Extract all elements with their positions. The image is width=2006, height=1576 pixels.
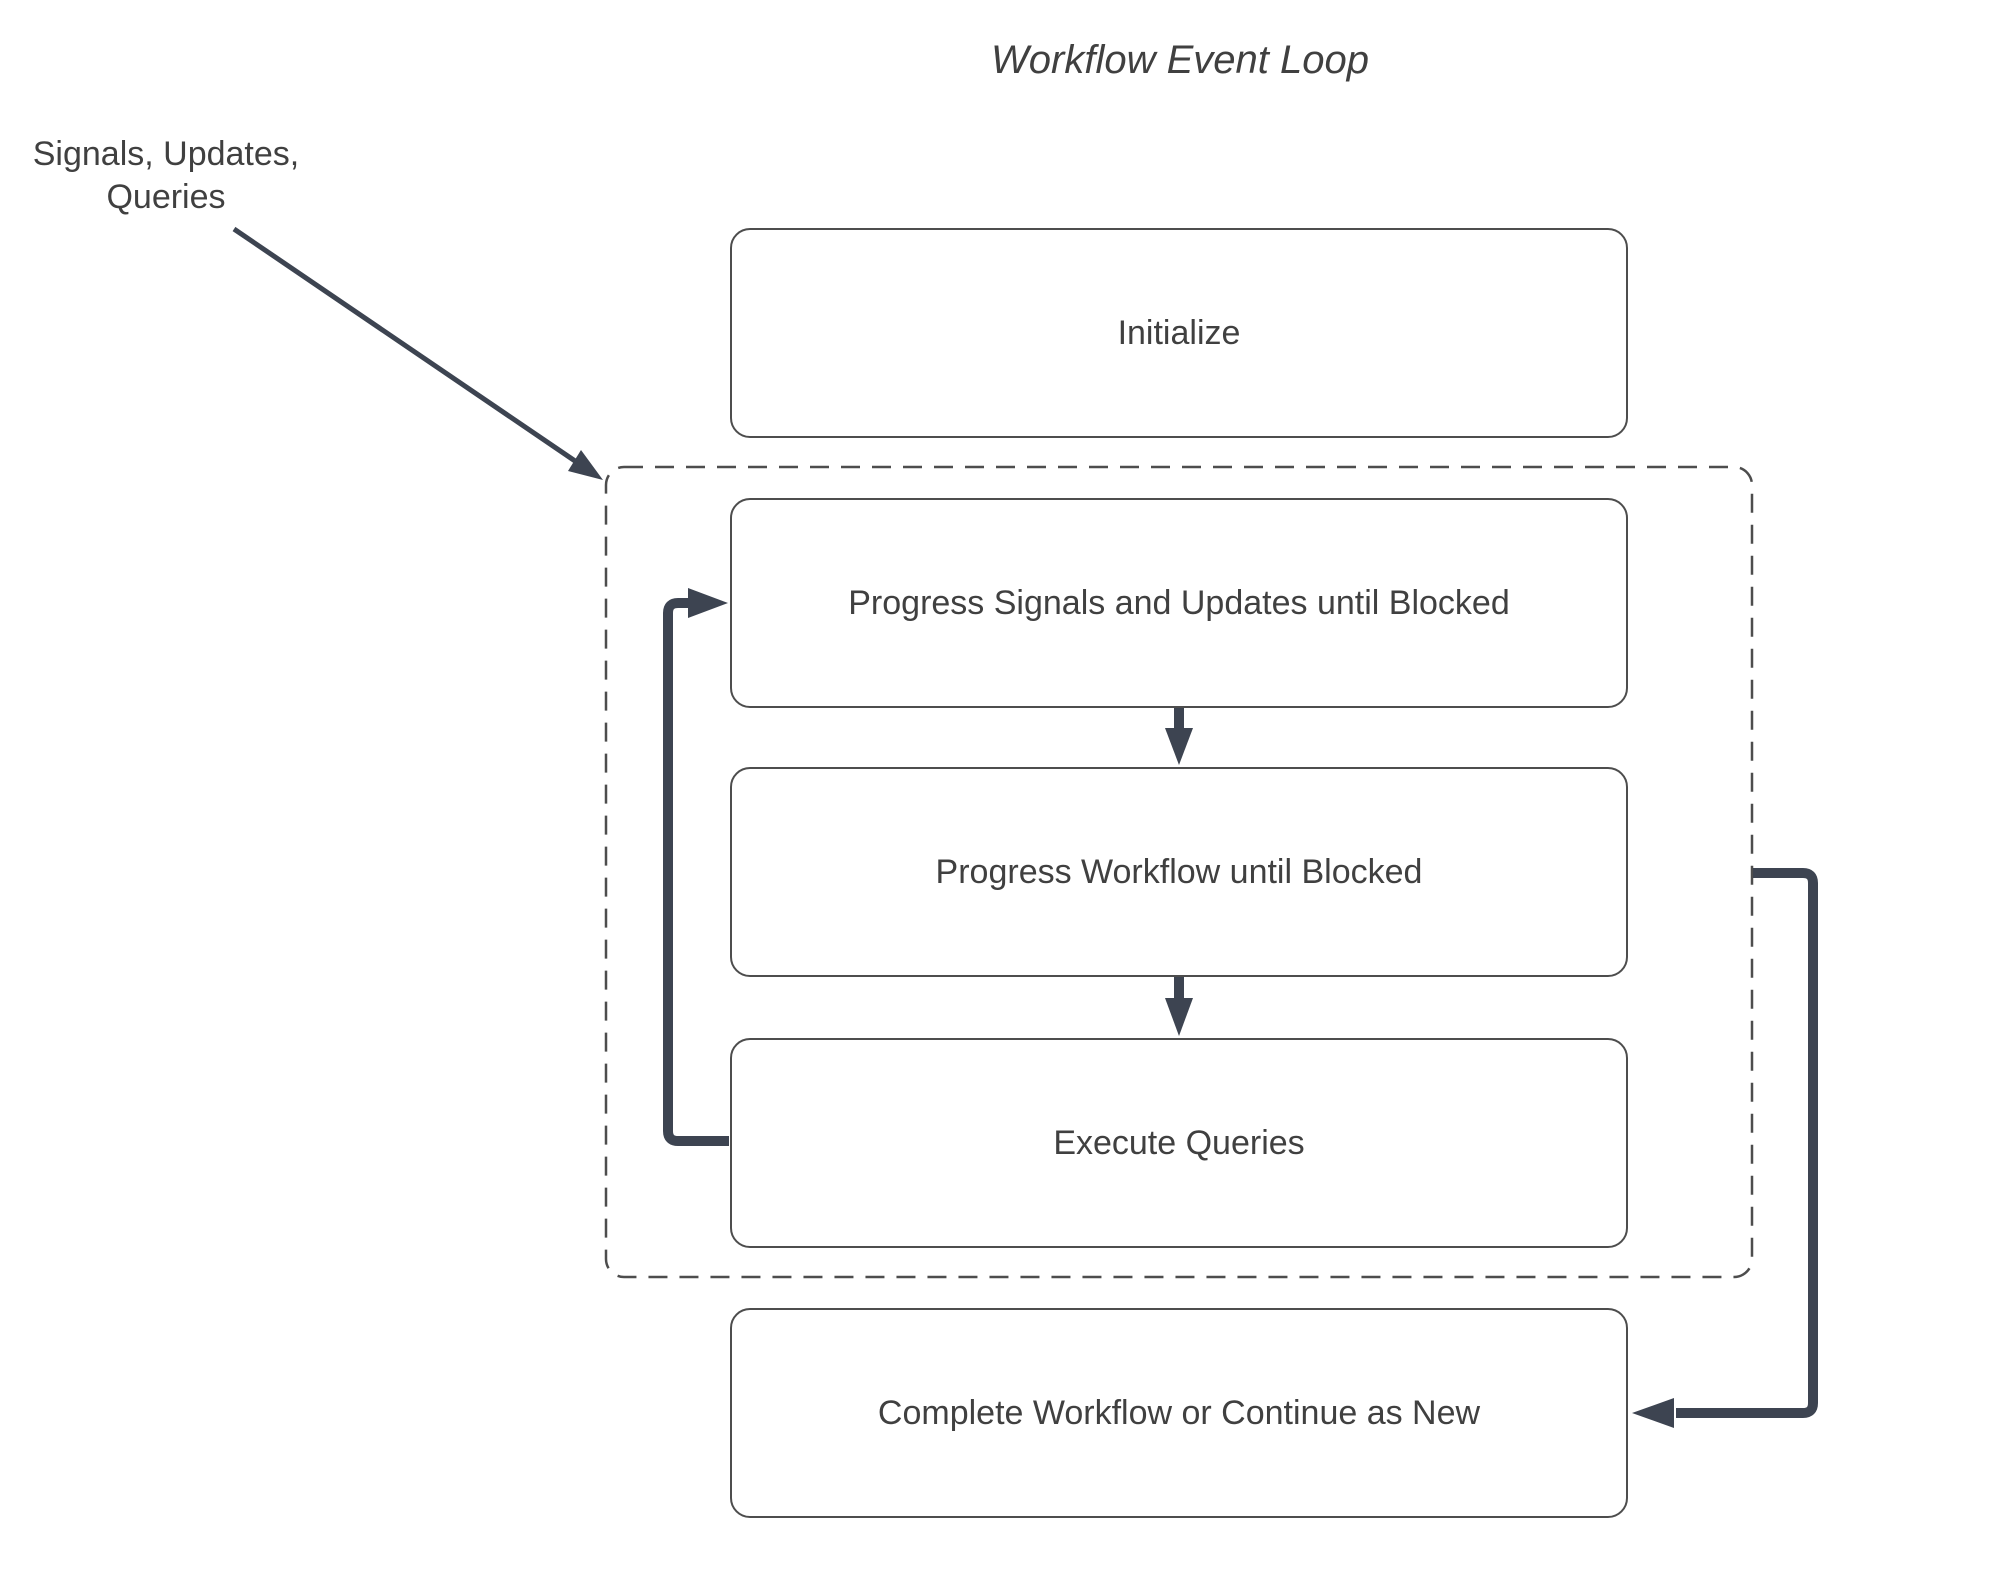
- down-arrow-1: [1165, 707, 1193, 765]
- node-progress-workflow: Progress Workflow until Blocked: [730, 767, 1628, 977]
- loop-back-arrow: [663, 588, 729, 1146]
- node-execute-queries: Execute Queries: [730, 1038, 1628, 1248]
- diagram-title: Workflow Event Loop: [991, 38, 1369, 82]
- exit-arrow: [1632, 868, 1818, 1428]
- down-arrow-2: [1165, 976, 1193, 1036]
- signals-input-arrow: [232, 226, 603, 480]
- node-progress-signals-updates: Progress Signals and Updates until Block…: [730, 498, 1628, 708]
- signals-updates-queries-label: Signals, Updates, Queries: [32, 135, 300, 216]
- event-loop-dashed-container: [604, 465, 1754, 1279]
- node-initialize: Initialize: [730, 228, 1628, 438]
- node-complete-workflow: Complete Workflow or Continue as New: [730, 1308, 1628, 1518]
